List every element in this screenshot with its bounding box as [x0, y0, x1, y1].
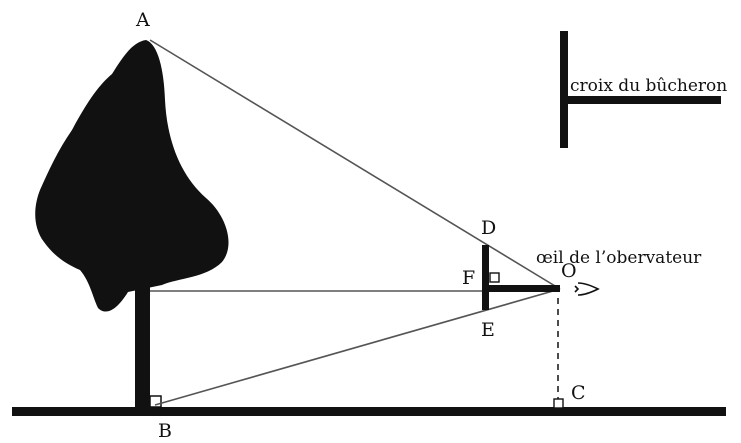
point-label-E: E: [481, 319, 495, 341]
caption-eye: œil de l’obervateur: [536, 248, 702, 268]
eye-pupil-icon: [574, 285, 580, 293]
right-angle-C: [553, 398, 564, 409]
right-angle-F: [489, 272, 500, 283]
tree-trunk: [135, 282, 150, 410]
sight-line-A-O: [149, 39, 561, 290]
tree-canopy: [35, 40, 229, 312]
ground-line: [12, 407, 726, 416]
point-label-O: O: [561, 260, 577, 282]
legend-cross-horizontal: [564, 96, 721, 104]
caption-tool: croix du bûcheron: [570, 76, 727, 96]
cross-horizontal-bar: [484, 285, 560, 292]
point-label-D: D: [481, 217, 496, 239]
point-label-B: B: [158, 420, 172, 442]
cross-vertical-bar: [482, 245, 489, 310]
legend-cross-vertical: [560, 31, 568, 148]
right-angle-B: [149, 395, 162, 408]
eye-icon: [577, 282, 600, 296]
point-label-A: A: [135, 9, 150, 31]
point-label-C: C: [571, 382, 586, 404]
sight-line-B-O: [154, 288, 561, 406]
point-label-F: F: [462, 267, 475, 289]
